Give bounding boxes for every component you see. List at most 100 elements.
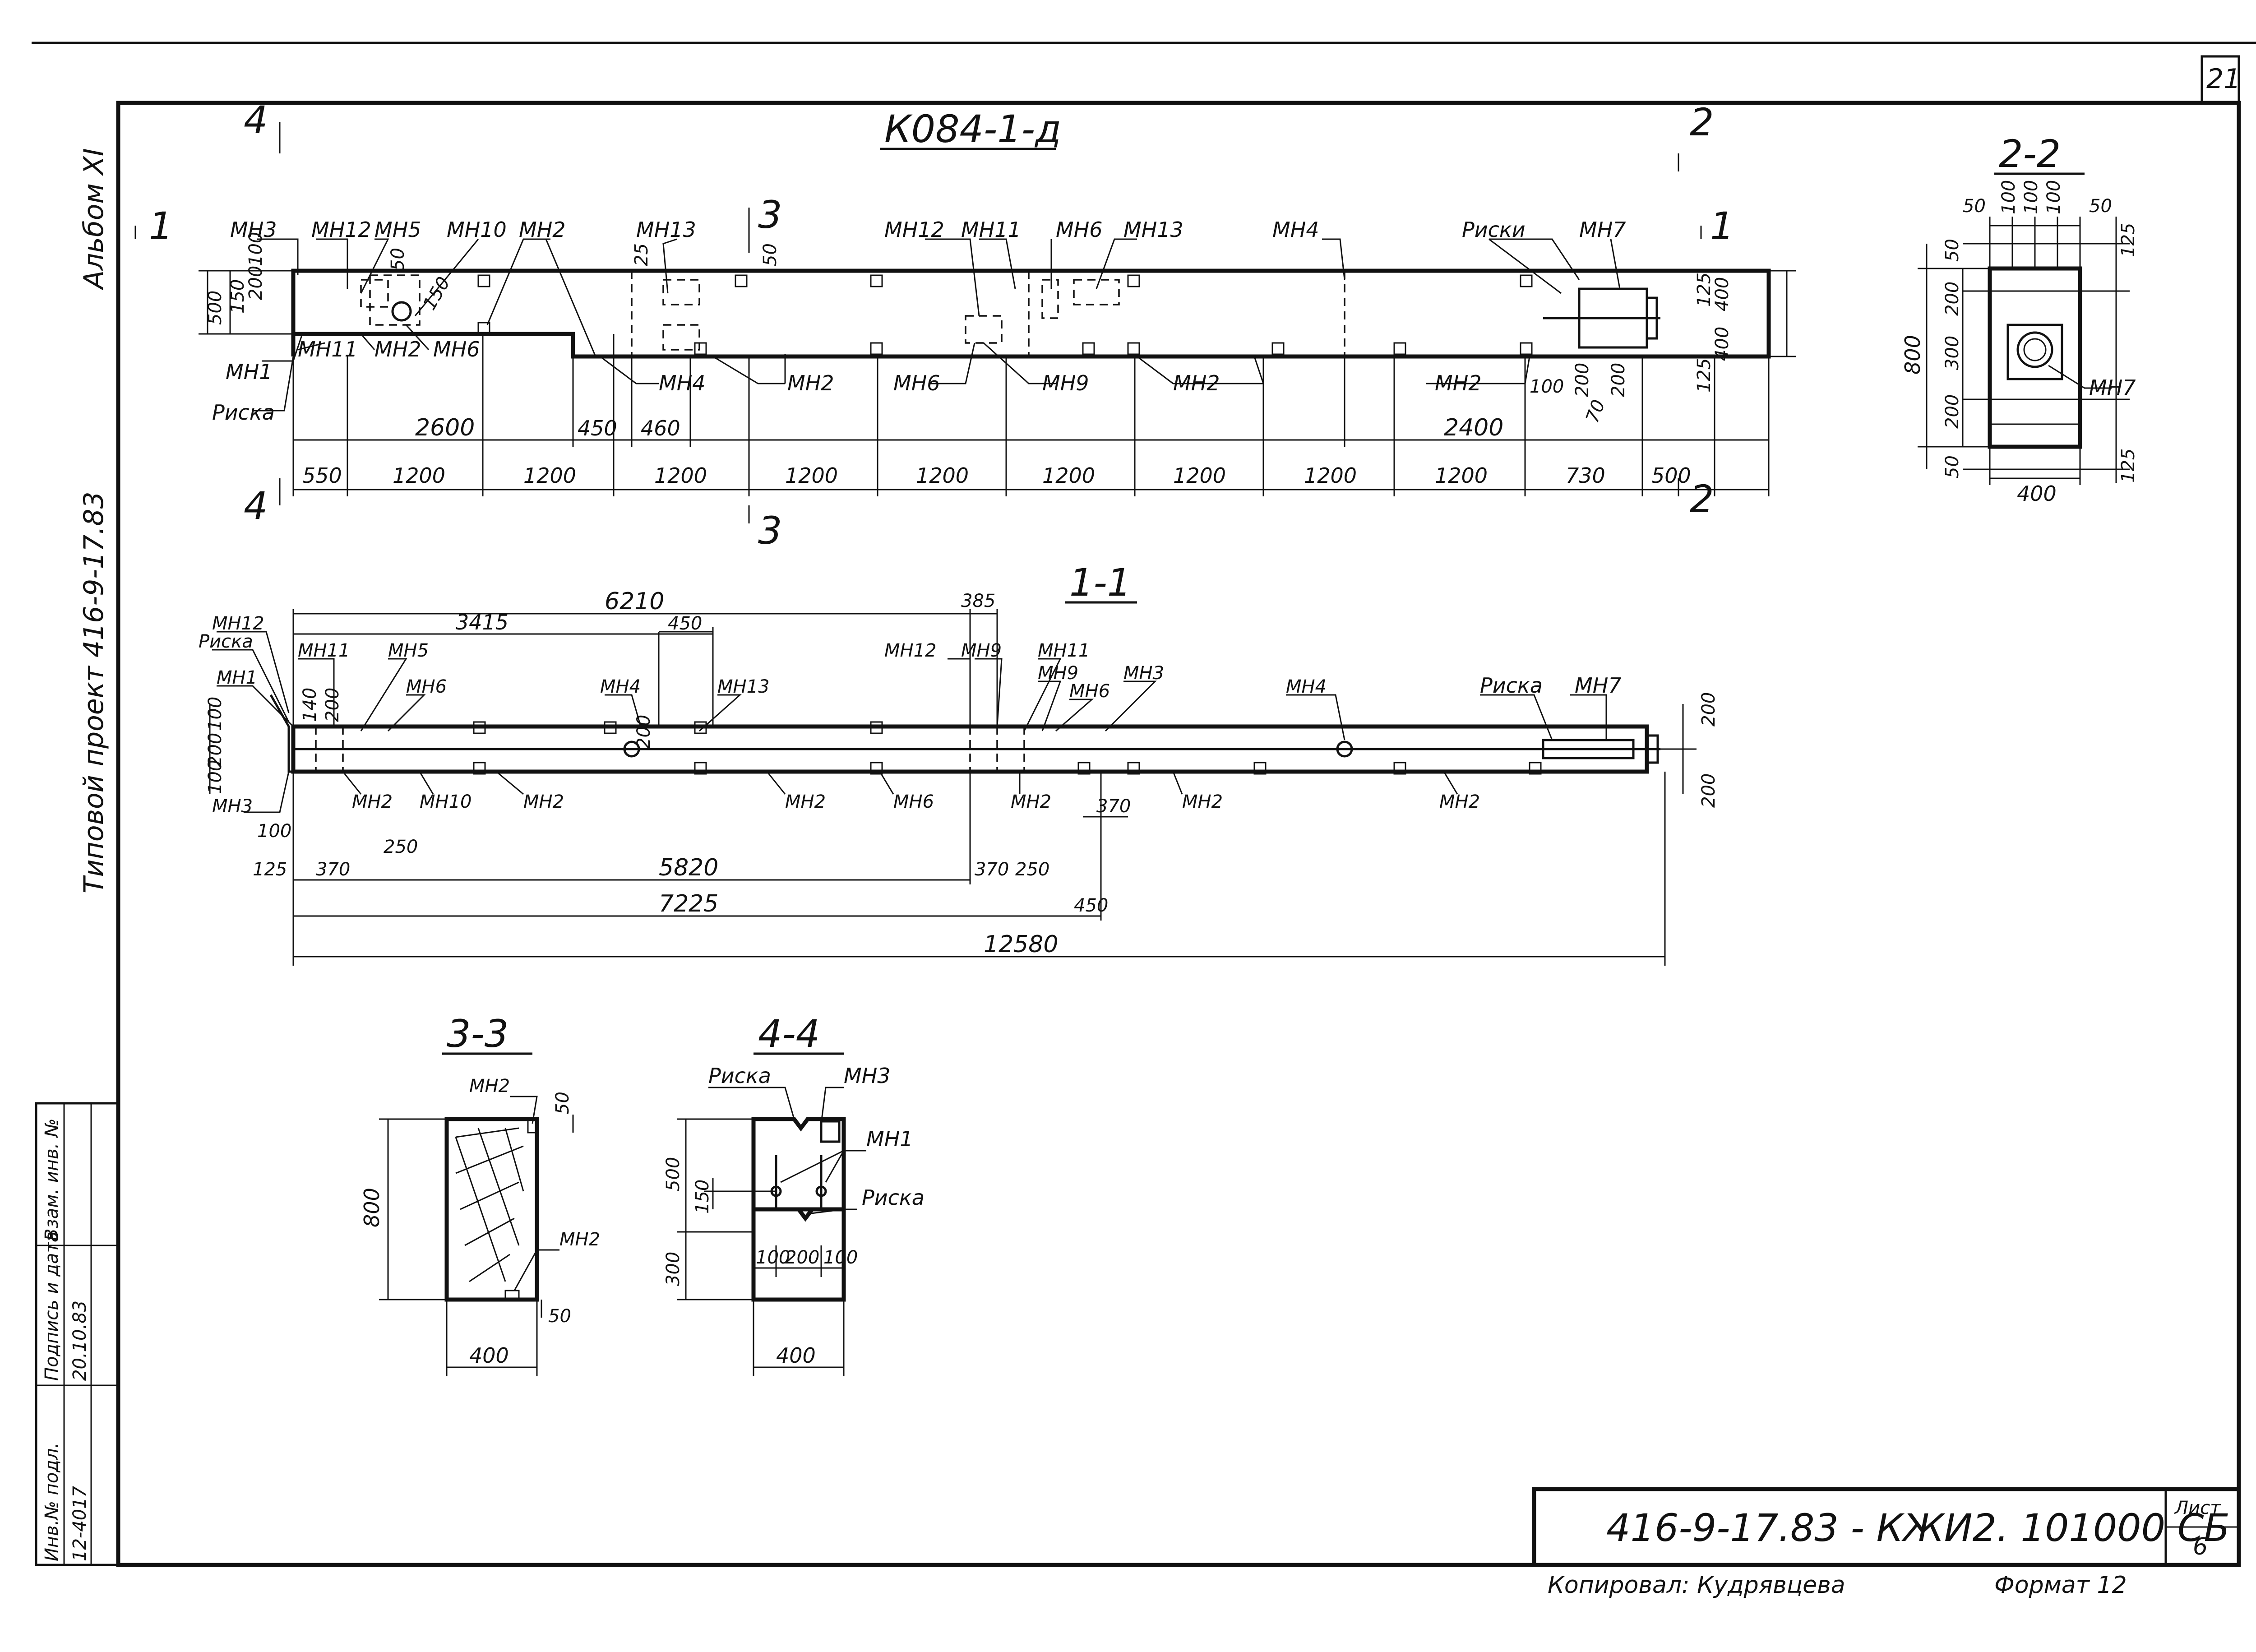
sec-label: МН3 bbox=[1123, 663, 1164, 684]
sec-label: МН2 bbox=[785, 791, 826, 812]
plan-label: МН11 bbox=[961, 217, 1021, 242]
label-mn2: МН2 bbox=[469, 1076, 510, 1097]
cut-mark-4: 4 bbox=[244, 484, 268, 528]
stamp-col3: Взам. инв. № bbox=[42, 1118, 62, 1241]
sec-label: МН11 bbox=[1038, 640, 1090, 661]
dim-value: 1200 bbox=[916, 463, 969, 488]
dim-value: 50 bbox=[2089, 196, 2112, 217]
dim-value: 5820 bbox=[659, 854, 718, 881]
section-44 bbox=[677, 1087, 866, 1376]
section-22-text: МН7 50 100 100 100 50 50 200 300 200 50 … bbox=[1900, 180, 2139, 506]
dim-value: 150 bbox=[419, 273, 454, 314]
copied-by: Копировал: Кудрявцева bbox=[1548, 1572, 1845, 1599]
approval-stamp bbox=[35, 1102, 120, 1566]
dim-value: 100 bbox=[205, 697, 226, 731]
dim-value: 50 bbox=[552, 1092, 573, 1115]
section-33 bbox=[379, 1096, 574, 1376]
sec-label: МН12 bbox=[212, 613, 264, 634]
plan-label: МН6 bbox=[893, 371, 940, 395]
sec-label: МН1 bbox=[217, 667, 257, 688]
stamp-col2: Подпись и дата bbox=[42, 1231, 62, 1381]
dim-value: 100 bbox=[1998, 180, 2019, 214]
dim-value: 140 bbox=[300, 688, 320, 722]
dim-value: 3415 bbox=[456, 610, 509, 634]
sec-label: Риска bbox=[1480, 673, 1543, 698]
sheet-number: 6 bbox=[2193, 1533, 2208, 1560]
sec-label: МН11 bbox=[298, 640, 350, 661]
sec-label: МН2 bbox=[1182, 791, 1223, 812]
dim-value: 370 bbox=[316, 859, 350, 880]
dim-value: 200 bbox=[245, 266, 266, 300]
section-title-22: 2-2 bbox=[1999, 132, 2061, 176]
dim-value: 50 bbox=[760, 243, 781, 266]
sec-label: МН2 bbox=[1439, 791, 1480, 812]
dim-value: 1200 bbox=[1304, 463, 1357, 488]
label-mn7: МН7 bbox=[2089, 375, 2136, 400]
dim-value: 500 bbox=[205, 291, 226, 325]
plan-label: МН2 bbox=[787, 371, 834, 395]
dim-value: 50 bbox=[1942, 455, 1963, 478]
sec-label: Риска bbox=[199, 631, 253, 652]
dim-value: 1200 bbox=[1042, 463, 1095, 488]
cut-mark-3: 3 bbox=[758, 509, 782, 553]
label-mn1: МН1 bbox=[866, 1127, 913, 1151]
dim-value: 100 bbox=[2043, 180, 2064, 214]
section-11-dims: 6210 385 3415 450 100 200 100 140 200 20… bbox=[205, 588, 1719, 958]
dim-value: 100 bbox=[756, 1247, 790, 1268]
section-11-labels: МН12 Риска МН1 МН11 МН5 МН6 МН4 МН13 МН1… bbox=[199, 613, 1622, 817]
section-44-text: Риска МН3 МН1 Риска 500 150 300 100 200 … bbox=[663, 1064, 925, 1368]
dim-value: 125 bbox=[2118, 449, 2139, 483]
label-riska: Риска bbox=[708, 1064, 771, 1088]
dim-value: 450 bbox=[668, 613, 702, 634]
element-mark: К084-1-д bbox=[884, 107, 1061, 151]
dim-value: 1200 bbox=[393, 463, 445, 488]
dim-value: 450 bbox=[1074, 895, 1108, 916]
dim-value: 250 bbox=[384, 837, 418, 857]
section-33-text: МН2 МН2 50 50 800 400 bbox=[360, 1076, 600, 1368]
dim-value: 125 bbox=[1694, 273, 1715, 307]
plan-label: МН2 bbox=[374, 337, 421, 361]
dim-value: 200 bbox=[1572, 363, 1593, 397]
dim-value: 400 bbox=[1712, 277, 1733, 311]
dim-value: 200 bbox=[205, 733, 226, 767]
format-label: Формат 12 bbox=[1994, 1572, 2127, 1599]
sec-label: МН12 bbox=[884, 640, 937, 661]
plan-label: МН2 bbox=[1435, 371, 1482, 395]
dim-value: 100 bbox=[1530, 376, 1564, 397]
dim-value: 200 bbox=[633, 715, 654, 749]
dim-value: 2600 bbox=[415, 414, 475, 441]
label-riska: Риска bbox=[862, 1185, 925, 1210]
page-number: 21 bbox=[2206, 63, 2241, 95]
dim-value: 200 bbox=[1942, 394, 1963, 429]
cut-mark-1: 1 bbox=[1710, 204, 1734, 248]
page-number-box bbox=[2201, 55, 2240, 104]
sec-label: МН13 bbox=[717, 676, 770, 697]
dim-value: 50 bbox=[1942, 239, 1963, 262]
dim-value: 250 bbox=[1015, 859, 1049, 880]
label-mn3: МН3 bbox=[844, 1064, 891, 1088]
dim-value: 800 bbox=[1900, 335, 1925, 375]
dim-value: 2400 bbox=[1444, 414, 1503, 441]
sec-label: МН6 bbox=[406, 676, 447, 697]
dim-value: 200 bbox=[1942, 282, 1963, 316]
title-code: 416-9-17.83 - КЖИ2. 101000 СБ bbox=[1606, 1506, 2230, 1550]
sheet-frame bbox=[32, 42, 2256, 1567]
plan-label: МН12 bbox=[311, 217, 371, 242]
dim-value: 50 bbox=[1963, 196, 1986, 217]
dim-value: 50 bbox=[548, 1306, 571, 1327]
dim-value: 450 bbox=[578, 416, 617, 440]
dim-value: 50 bbox=[388, 248, 408, 271]
dim-value: 500 bbox=[1651, 463, 1691, 488]
dim-value: 100 bbox=[823, 1247, 858, 1268]
sheet-label: Лист bbox=[2174, 1498, 2221, 1518]
sec-label: МН6 bbox=[893, 791, 934, 812]
plan-label: МН4 bbox=[659, 371, 706, 395]
dim-value: 100 bbox=[2021, 180, 2042, 214]
section-title-33: 3-3 bbox=[447, 1012, 509, 1056]
dim-value: 12580 bbox=[984, 931, 1058, 958]
section-title-44: 4-4 bbox=[758, 1012, 820, 1056]
dim-value: 500 bbox=[663, 1157, 684, 1191]
dim-value: 400 bbox=[2017, 481, 2057, 506]
dim-value: 800 bbox=[360, 1188, 384, 1227]
